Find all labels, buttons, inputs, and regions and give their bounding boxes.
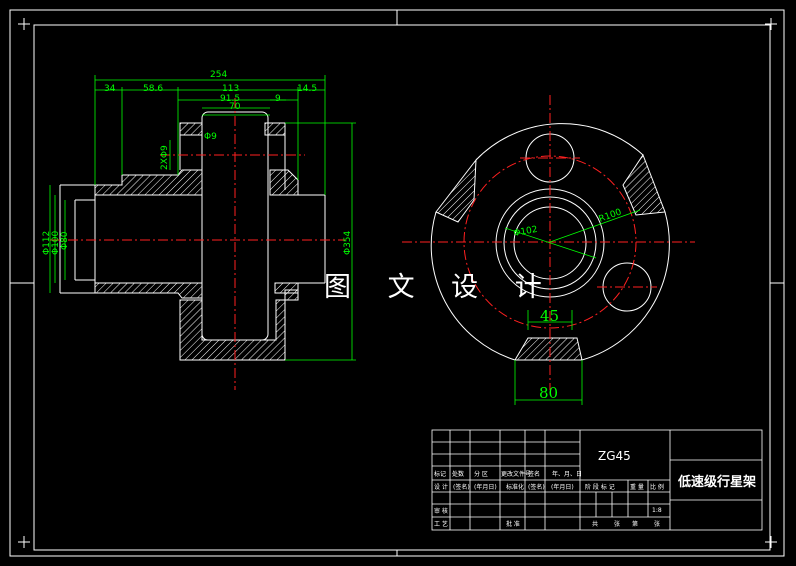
title-block-text: ZG45 低速级行星架 1:8 标记 处数 分 区 更改文件号 签名 年、月、日… <box>434 449 756 528</box>
dim-45: 45 <box>540 307 559 325</box>
row-label-0: 标记 <box>434 470 446 478</box>
dim-91-5: 91.5 <box>220 94 240 104</box>
section-centerlines <box>50 98 345 390</box>
dim-9: 9 <box>275 94 281 104</box>
dim-right: Φ354 <box>343 230 353 255</box>
approve-label: 批 准 <box>506 520 520 528</box>
weight-label: 重 量 <box>630 483 644 491</box>
dim-70: 70 <box>229 102 241 112</box>
dim-113: 113 <box>222 84 239 94</box>
design-0: 设 计 <box>434 483 448 491</box>
watermark-text: 图 文 设 计 <box>324 272 556 303</box>
sheet-total-unit: 张 <box>614 520 620 528</box>
dim-2xphi9: 2XΦ9 <box>160 145 170 170</box>
sheet-no-unit: 张 <box>654 520 660 528</box>
row-label-3: 更改文件号 <box>501 470 531 478</box>
dim-34: 34 <box>104 84 116 94</box>
row-label-1: 处数 <box>452 470 464 478</box>
dim-r100: R100 <box>598 207 624 225</box>
process-label: 工 艺 <box>434 520 448 528</box>
dim-phi9: Φ9 <box>204 132 217 142</box>
dim-left-1: Φ112 <box>42 231 52 255</box>
dim-14-5: 14.5 <box>297 84 317 94</box>
section-view: 254 34 58.6 113 91.5 70 9 14.5 Φ9 2XΦ9 Φ… <box>42 70 356 390</box>
design-5: (年月日) <box>551 483 574 491</box>
dim-left-3: Φ80 <box>60 231 70 250</box>
dim-80: 80 <box>539 384 558 402</box>
title-block <box>431 429 763 531</box>
section-hatch <box>94 122 299 361</box>
design-2: (年月日) <box>474 483 497 491</box>
scale-value: 1:8 <box>652 507 662 514</box>
end-view: Φ102 R100 45 80 <box>402 95 695 405</box>
dim-phi102: Φ102 <box>513 225 539 239</box>
end-view-dimlines <box>504 209 641 405</box>
design-3: 标准化 <box>506 483 524 491</box>
row-label-2: 分 区 <box>474 470 488 478</box>
dim-58-6: 58.6 <box>143 84 163 94</box>
row-label-4: 签名 <box>528 470 540 478</box>
row-label-5: 年、月、日 <box>552 470 582 478</box>
stage-mark: 阶 段 标 记 <box>585 483 615 491</box>
sheet-no: 第 <box>632 520 638 528</box>
check-label: 审 核 <box>434 507 448 515</box>
design-1: (签名) <box>453 483 470 491</box>
end-view-hatch <box>435 153 666 361</box>
part-name: 低速级行星架 <box>677 474 756 490</box>
sheet-total: 共 <box>592 520 598 528</box>
design-4: (签名) <box>528 483 545 491</box>
section-dimlines <box>49 75 356 361</box>
drawing-frame <box>9 9 785 557</box>
scale-label: 比 例 <box>650 483 664 491</box>
material-label: ZG45 <box>598 449 631 463</box>
dim-left-2: Φ100 <box>51 230 61 255</box>
dim-254: 254 <box>210 70 227 80</box>
